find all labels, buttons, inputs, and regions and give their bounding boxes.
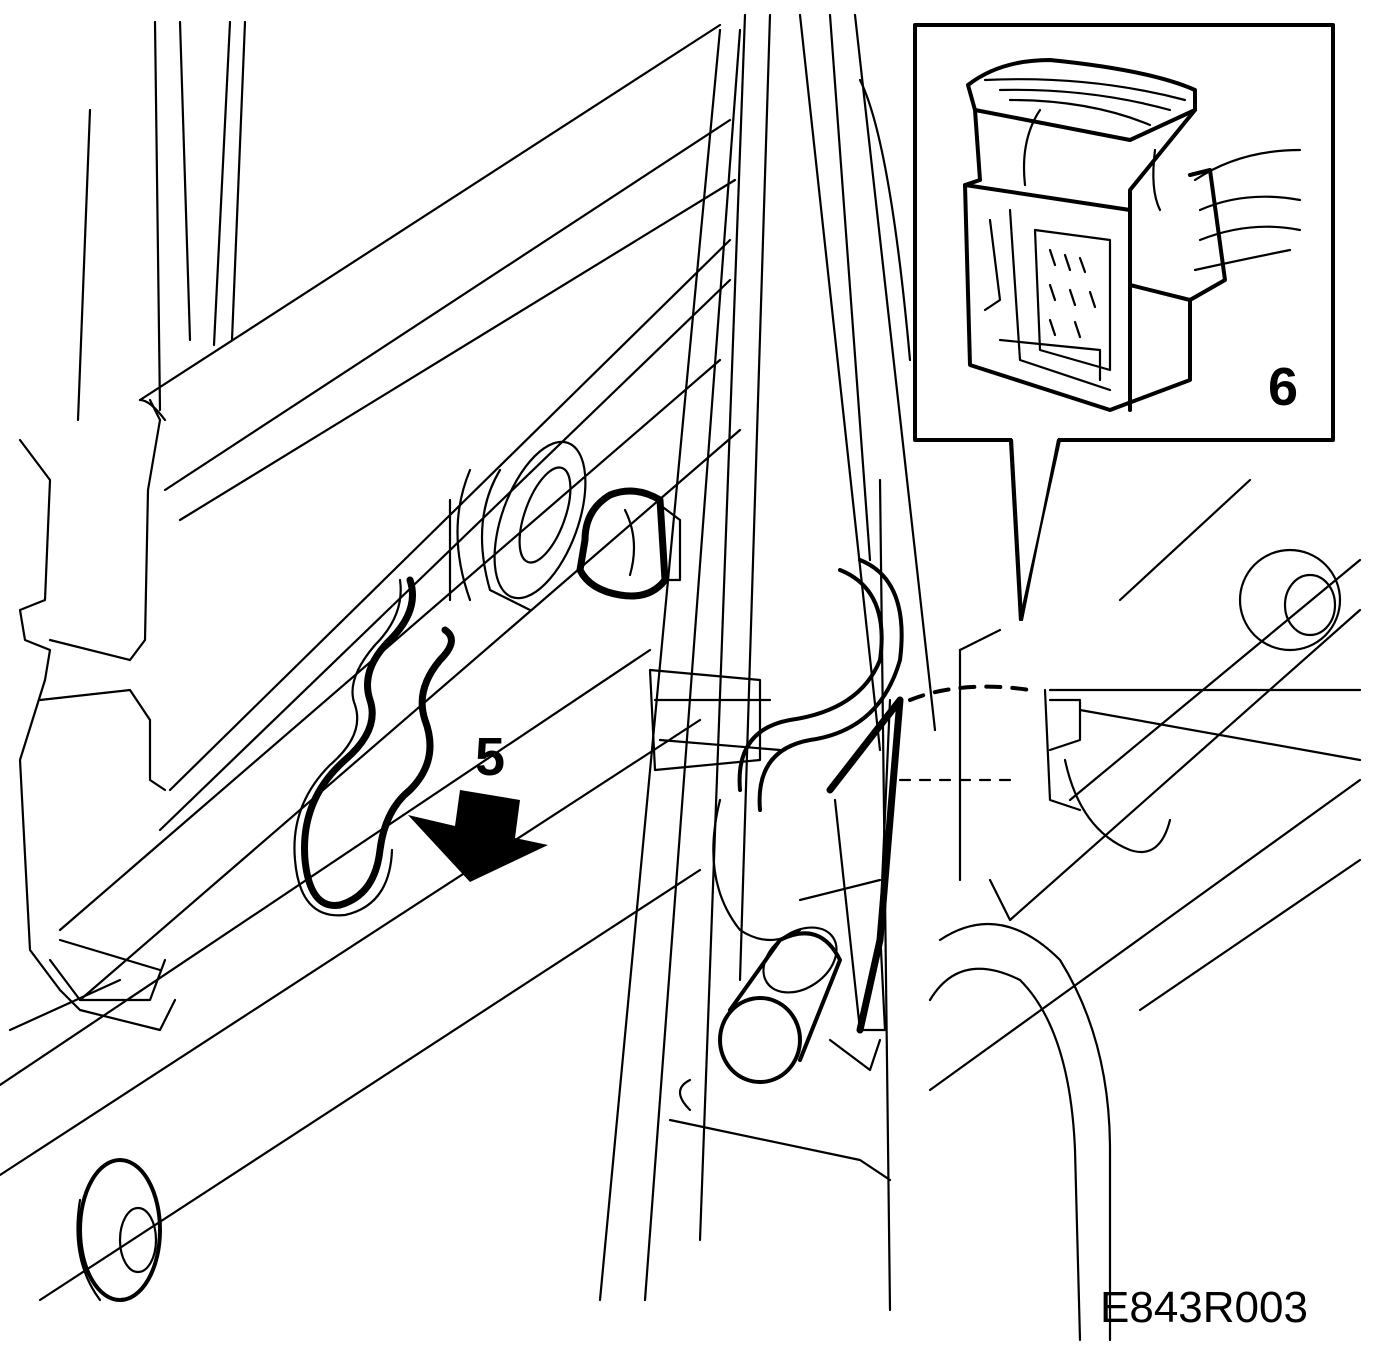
dashed-connector-outline xyxy=(898,684,1032,782)
figure-reference-code: E843R003 xyxy=(1100,1283,1308,1332)
direction-arrow-icon xyxy=(408,790,548,882)
connector-plug xyxy=(576,487,682,600)
door-inner-panel xyxy=(668,478,1362,1342)
wiring-clip xyxy=(293,576,455,917)
lower-grommet xyxy=(76,1158,162,1302)
cable-harness xyxy=(712,558,904,941)
multi-pin-connector xyxy=(963,58,1302,412)
rail-grommet xyxy=(448,440,587,612)
callout-5-label: 5 xyxy=(475,727,505,787)
mount-bracket xyxy=(718,696,904,1084)
inset-connector-detail: 6 xyxy=(913,23,1335,622)
callout-5: 5 xyxy=(408,727,548,882)
window-guide-column xyxy=(598,13,937,1312)
callout-6-label: 6 xyxy=(1268,357,1298,417)
